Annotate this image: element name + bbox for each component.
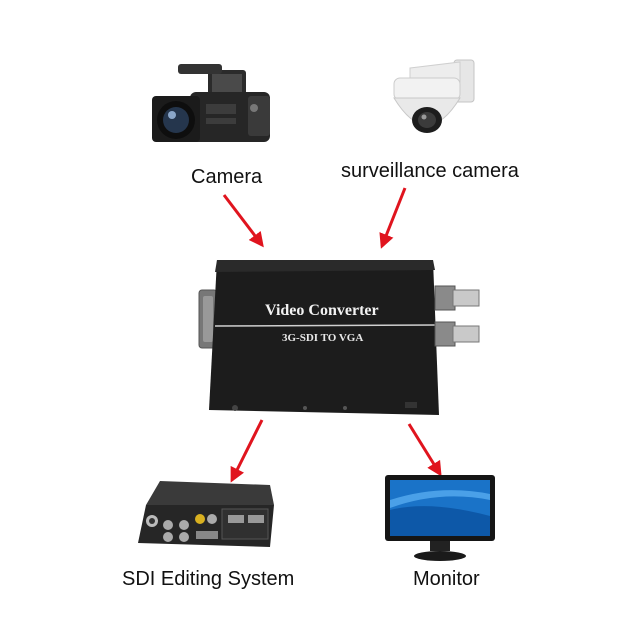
monitor-icon — [385, 475, 495, 561]
camera-label: Camera — [191, 166, 263, 188]
device-subtitle: 3G-SDI TO VGA — [282, 332, 364, 344]
device-title: Video Converter — [265, 302, 379, 319]
arrow-converter-to-monitor — [407, 423, 442, 477]
video-camera-icon — [152, 64, 270, 142]
video-converter-device — [198, 260, 480, 415]
dome-camera-icon — [393, 59, 475, 133]
editing-system-icon — [138, 481, 274, 547]
arrow-camera-to-converter — [222, 194, 264, 248]
editing-system-label: SDI Editing System — [122, 568, 295, 590]
arrow-surveillance-to-converter — [379, 187, 407, 249]
monitor-label: Monitor — [413, 568, 480, 590]
arrow-converter-to-editing — [230, 419, 264, 483]
surveillance-camera-label: surveillance camera — [341, 160, 519, 182]
